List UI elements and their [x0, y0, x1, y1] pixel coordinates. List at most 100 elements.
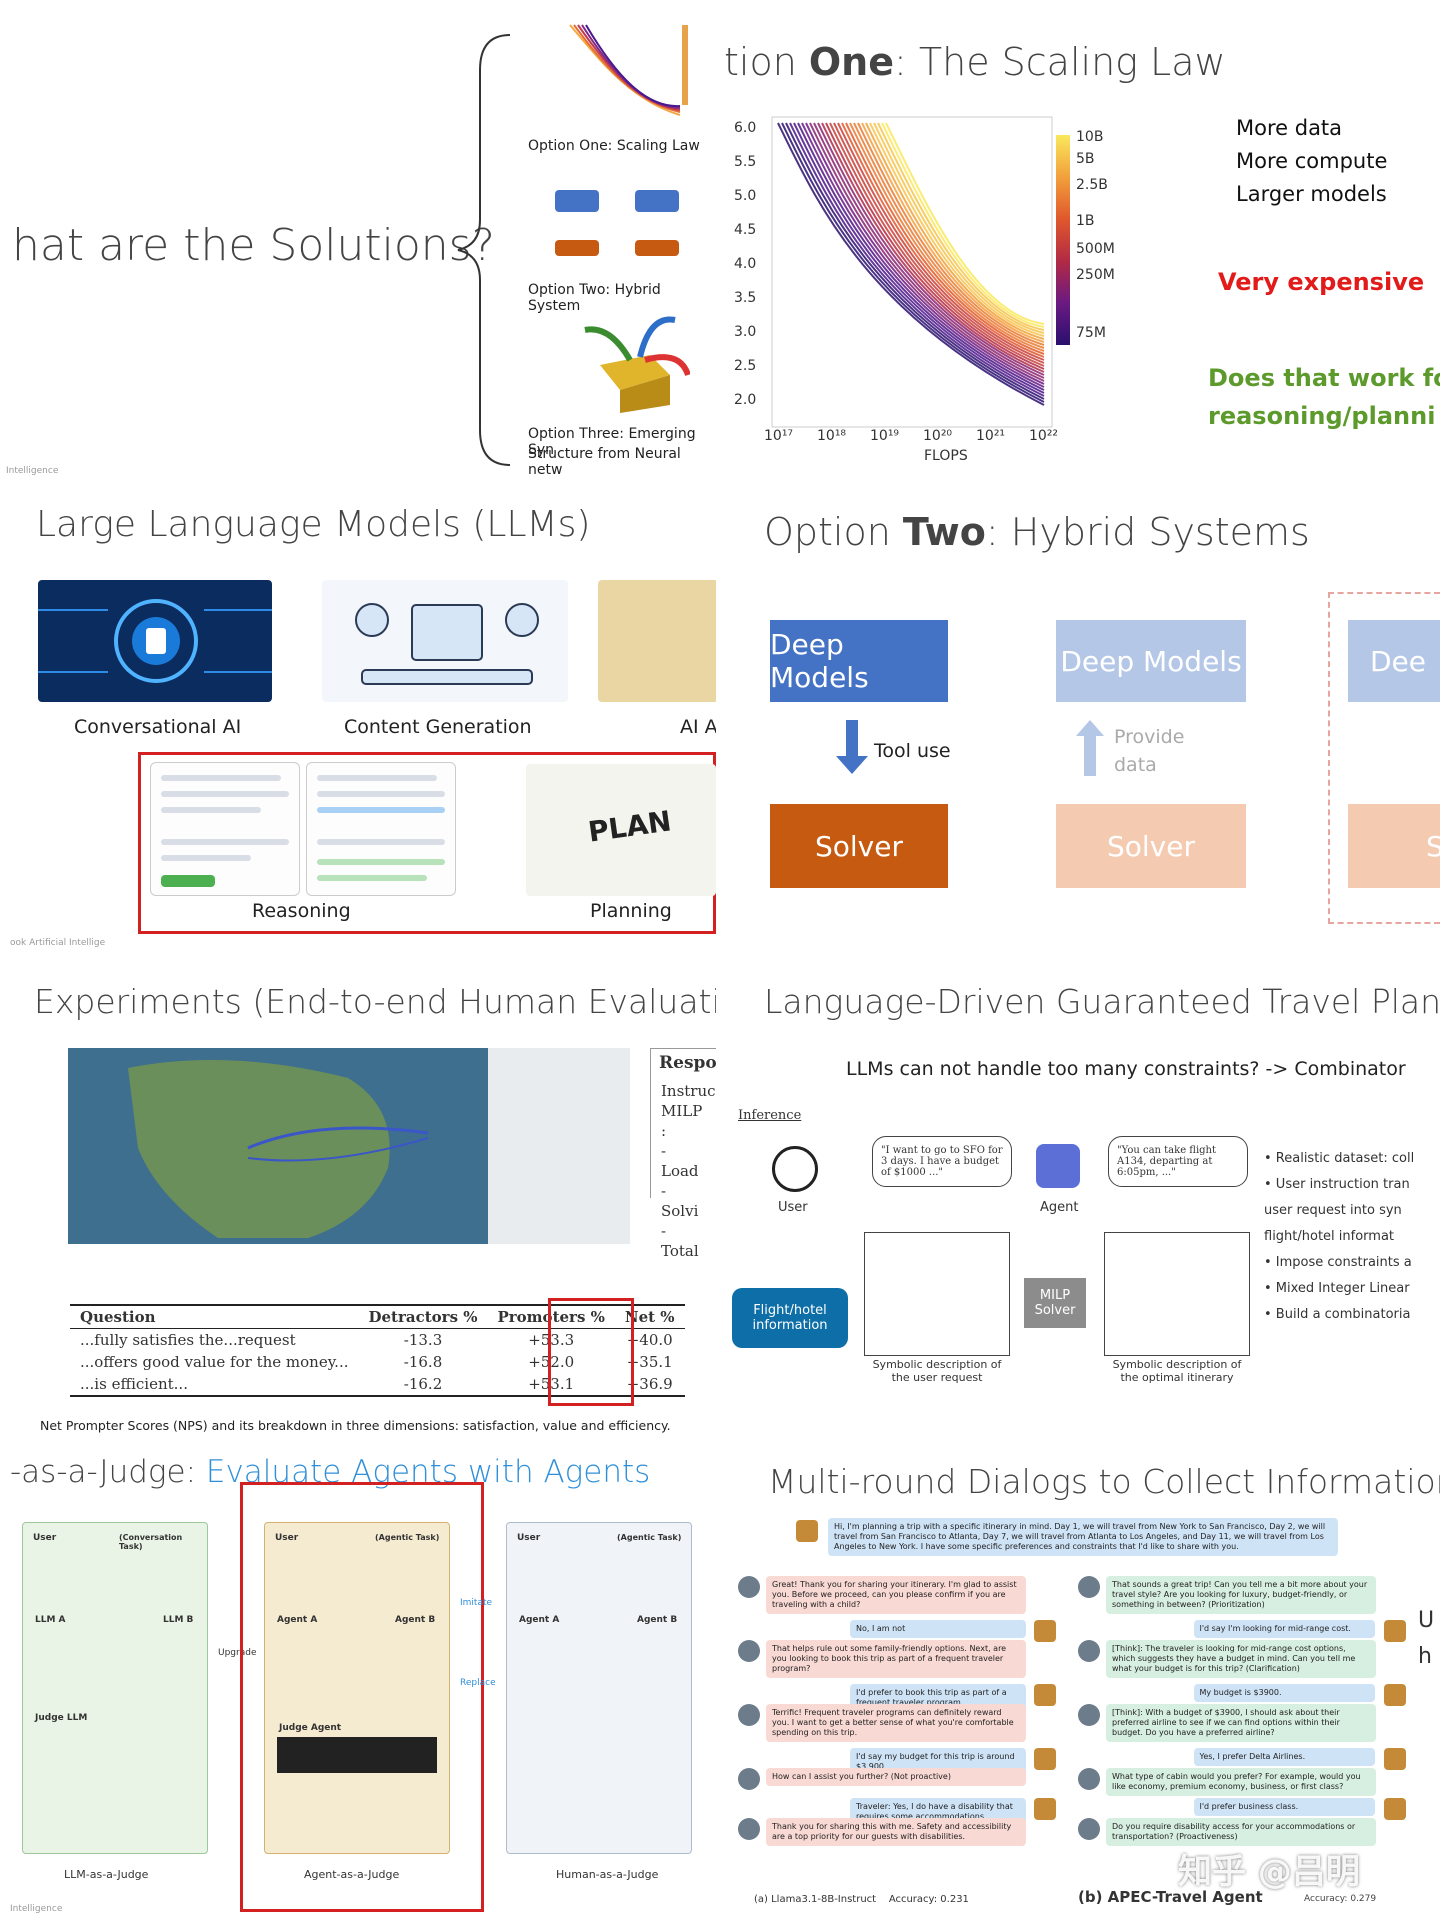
emerging-box-icon — [584, 316, 690, 413]
agent-avatar-icon — [1078, 1640, 1100, 1662]
mini-deep-models-2 — [635, 190, 679, 212]
agent-message: [Think]: With a budget of $3900, I shoul… — [1106, 1704, 1376, 1742]
judge-llm-tag: Judge LLM — [35, 1713, 88, 1723]
terminal-block — [277, 1737, 437, 1773]
caption-reasoning: Reasoning — [252, 900, 351, 922]
traveler-avatar-icon — [1384, 1798, 1406, 1820]
agent-avatar-icon — [1078, 1768, 1100, 1790]
loss-curve — [813, 122, 1045, 379]
user-quote-bubble: "I want to go to SFO for 3 days. I have … — [872, 1136, 1012, 1187]
nps-cell: +36.9 — [626, 1375, 673, 1393]
nps-cell: -16.8 — [403, 1353, 443, 1371]
response-line: MILP : — [661, 1102, 703, 1140]
colorbar-label: 1B — [1076, 213, 1095, 229]
y-tick: 4.0 — [734, 256, 757, 272]
left-model-caption: (a) Llama3.1-8B-Instruct Accuracy: 0.231 — [754, 1894, 969, 1905]
arrow-down-icon — [836, 756, 868, 774]
loss-curve — [789, 122, 1045, 397]
x-tick: 10¹⁸ — [817, 428, 847, 444]
planning-image: PLAN — [526, 764, 716, 896]
caption-llm-judge: LLM-as-a-Judge — [64, 1868, 149, 1881]
loss-curve — [853, 122, 1045, 349]
agent-avatar-icon — [1078, 1576, 1100, 1598]
loss-curve — [785, 122, 1045, 400]
nps-caption: Net Prompter Scores (NPS) and its breakd… — [40, 1418, 671, 1433]
question-line-1: Does that work fo — [1208, 364, 1440, 392]
travel-bullet: • Realistic dataset: coll — [1264, 1151, 1415, 1166]
x-axis-label: FLOPS — [924, 448, 968, 464]
caption-planning: Planning — [590, 900, 672, 922]
y-tick: 3.5 — [734, 290, 757, 306]
loss-curve — [869, 122, 1045, 337]
arrow-up-icon — [1076, 720, 1104, 736]
agent-message: Thank you for sharing this with me. Safe… — [766, 1818, 1026, 1846]
solver-third: S — [1348, 804, 1440, 888]
loss-curve — [805, 122, 1045, 385]
agent-avatar-icon — [1078, 1818, 1100, 1840]
scaling-chart — [771, 116, 1053, 428]
experiments-title: Experiments (End-to-end Human Evaluation… — [34, 982, 716, 1021]
panel7-footer: Intelligence — [10, 1904, 63, 1914]
nps-cell: -16.2 — [403, 1375, 443, 1393]
imitate-label: Imitate — [460, 1598, 493, 1608]
llms-title: Large Language Models (LLMs) — [36, 504, 591, 545]
panel-hybrid: Option Two: Hybrid Systems Deep Models T… — [724, 484, 1440, 960]
loss-curve — [841, 122, 1045, 358]
net-column-highlight — [548, 1298, 634, 1406]
traveler-avatar-icon — [1034, 1620, 1056, 1642]
scaling-bullet: More data — [1236, 116, 1343, 140]
loss-curve — [821, 122, 1045, 373]
agent-quote-bubble: "You can take flight A134, departing at … — [1108, 1136, 1248, 1187]
robot-icon — [1036, 1144, 1080, 1188]
caption-conversational-ai: Conversational AI — [74, 716, 242, 738]
loss-curve — [801, 122, 1045, 388]
colorbar-label: 2.5B — [1076, 177, 1108, 193]
agent-avatar-icon — [1078, 1704, 1100, 1726]
llm-judge-column: User (Conversation Task) LLM A LLM B Jud… — [22, 1522, 208, 1854]
scaling-title: tion One: The Scaling Law — [724, 40, 1226, 84]
traveler-message: I'd say I'm looking for mid-range cost. — [1193, 1620, 1375, 1638]
traveler-avatar-icon — [1034, 1798, 1056, 1820]
y-tick: 6.0 — [734, 120, 757, 136]
agent-judge-highlight — [240, 1482, 484, 1912]
inference-label: Inference — [738, 1108, 802, 1123]
x-tick: 10¹⁷ — [764, 428, 794, 444]
traveler-message: Yes, I prefer Delta Airlines. — [1193, 1748, 1375, 1766]
constraints-subtitle: LLMs can not handle too many constraints… — [846, 1058, 1406, 1080]
traveler-message: My budget is $3900. — [1193, 1684, 1375, 1702]
agent-avatar-icon — [738, 1818, 760, 1840]
itinerary-json — [1104, 1232, 1250, 1356]
loss-curve — [809, 122, 1045, 382]
agent-message: Terrific! Frequent traveler programs can… — [766, 1704, 1026, 1742]
panel1-footer: Intelligence — [6, 466, 59, 476]
right-dialog-column: That sounds a great trip! Can you tell m… — [1078, 1576, 1424, 1876]
loss-curve — [881, 122, 1045, 328]
travel-title: Language-Driven Guaranteed Travel Planni… — [764, 982, 1440, 1021]
loss-curve — [873, 122, 1045, 334]
nps-header: Detractors % — [368, 1308, 478, 1326]
agent-avatar-icon — [738, 1704, 760, 1726]
loss-curve — [837, 122, 1045, 361]
caption-ai-agents: AI A — [680, 716, 716, 738]
provide-label-2: data — [1114, 754, 1157, 776]
y-tick: 4.5 — [734, 222, 757, 238]
scaling-bullet: More compute — [1236, 149, 1388, 173]
ai-agents-image — [598, 580, 716, 702]
panel-experiments: Experiments (End-to-end Human Evaluation… — [0, 968, 716, 1440]
traveler-avatar-icon — [1384, 1620, 1406, 1642]
left-dialog-column: Great! Thank you for sharing your itiner… — [738, 1576, 1058, 1876]
user-tag: User — [33, 1533, 57, 1543]
travel-bullet: • User instruction tran — [1264, 1177, 1410, 1192]
x-tick: 10²² — [1029, 428, 1059, 444]
nps-cell: +40.0 — [626, 1331, 673, 1349]
agent-message: Great! Thank you for sharing your itiner… — [766, 1576, 1026, 1614]
deep-models-faded: Deep Models — [1056, 620, 1246, 702]
watermark: 知乎 @吕明 — [1178, 1852, 1360, 1892]
map-screenshot — [68, 1048, 630, 1244]
nps-header: Question — [80, 1308, 156, 1326]
panel3-footer: ook Artificial Intellige — [10, 938, 106, 948]
